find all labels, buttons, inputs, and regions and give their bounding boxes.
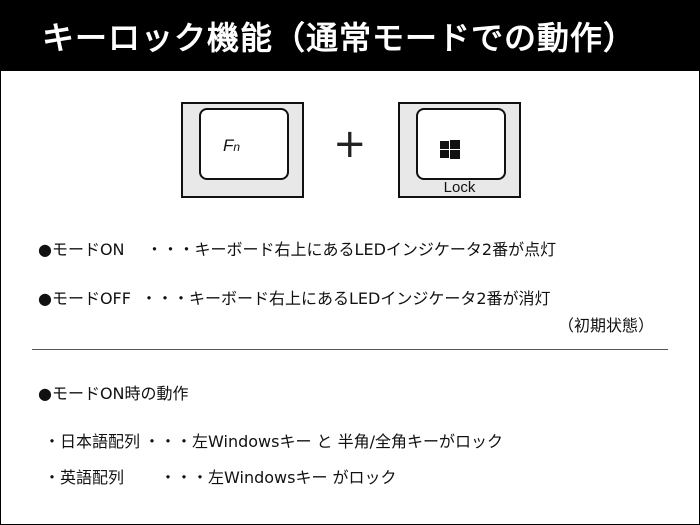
behavior-item-bullet: ・	[44, 432, 61, 451]
fn-key: Fn	[181, 102, 304, 198]
behavior-item-bullet: ・	[44, 468, 61, 487]
mode-on-separator: ・・・	[146, 240, 195, 259]
windows-lock-key-cap	[416, 108, 506, 180]
mode-off-desc: キーボード右上にあるLEDインジケータ2番が消灯	[188, 289, 551, 308]
windows-logo-icon	[440, 140, 460, 159]
page-title: キーロック機能（通常モードでの動作）	[42, 18, 637, 57]
mode-off-label: ●モードOFF	[38, 289, 131, 308]
section-divider	[32, 349, 668, 350]
mode-on-line: ●モードON ・・・キーボード右上にあるLEDインジケータ2番が点灯	[38, 236, 556, 260]
fn-key-cap: Fn	[199, 108, 289, 180]
plus-sign: +	[333, 121, 367, 167]
windows-lock-key: Lock	[398, 102, 521, 198]
mode-off-line: ●モードOFF ・・・キーボード右上にあるLEDインジケータ2番が消灯	[38, 285, 551, 309]
fn-key-label-sub: n	[233, 140, 241, 154]
mode-off-note: （初期状態）	[558, 316, 655, 335]
behavior-heading: ●モードON時の動作	[38, 384, 189, 403]
behavior-item-layout: 日本語配列	[60, 432, 141, 451]
behavior-item-separator: ・・・	[160, 468, 209, 487]
fn-key-label-main: F	[223, 136, 234, 155]
mode-on-label: ●モードON	[38, 240, 125, 259]
behavior-item-layout: 英語配列	[60, 468, 125, 487]
title-bar: キーロック機能（通常モードでの動作）	[0, 0, 700, 71]
behavior-item-desc: 左Windowsキー と 半角/全角キーがロック	[192, 432, 504, 451]
fn-key-label: Fn	[223, 136, 240, 156]
mode-off-separator: ・・・	[140, 289, 189, 308]
behavior-item-english: ・英語配列 ・・・左Windowsキー がロック	[44, 464, 397, 488]
behavior-item-desc: 左Windowsキー がロック	[208, 468, 397, 487]
mode-on-desc: キーボード右上にあるLEDインジケータ2番が点灯	[194, 240, 557, 259]
lock-label: Lock	[443, 179, 476, 196]
behavior-item-separator: ・・・	[144, 432, 193, 451]
behavior-item-japanese: ・日本語配列・・・左Windowsキー と 半角/全角キーがロック	[44, 428, 503, 452]
